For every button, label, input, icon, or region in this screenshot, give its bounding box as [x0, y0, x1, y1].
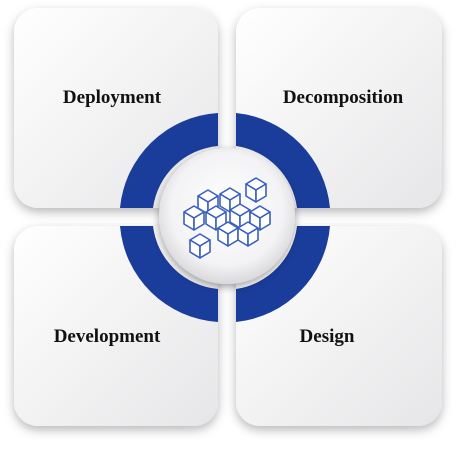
label-development: Development: [54, 326, 161, 347]
ring: [120, 113, 330, 322]
label-deployment: Deployment: [63, 87, 162, 108]
label-decomposition: Decomposition: [283, 87, 404, 108]
ring-segment-bottom-left: [120, 226, 218, 322]
cubes-icon: [183, 177, 271, 259]
center-hub: [159, 148, 295, 284]
ring-segment-top-right: [236, 113, 330, 208]
ring-segment-top-left: [120, 113, 218, 208]
label-design: Design: [300, 326, 355, 347]
ring-segment-bottom-right: [236, 226, 330, 322]
